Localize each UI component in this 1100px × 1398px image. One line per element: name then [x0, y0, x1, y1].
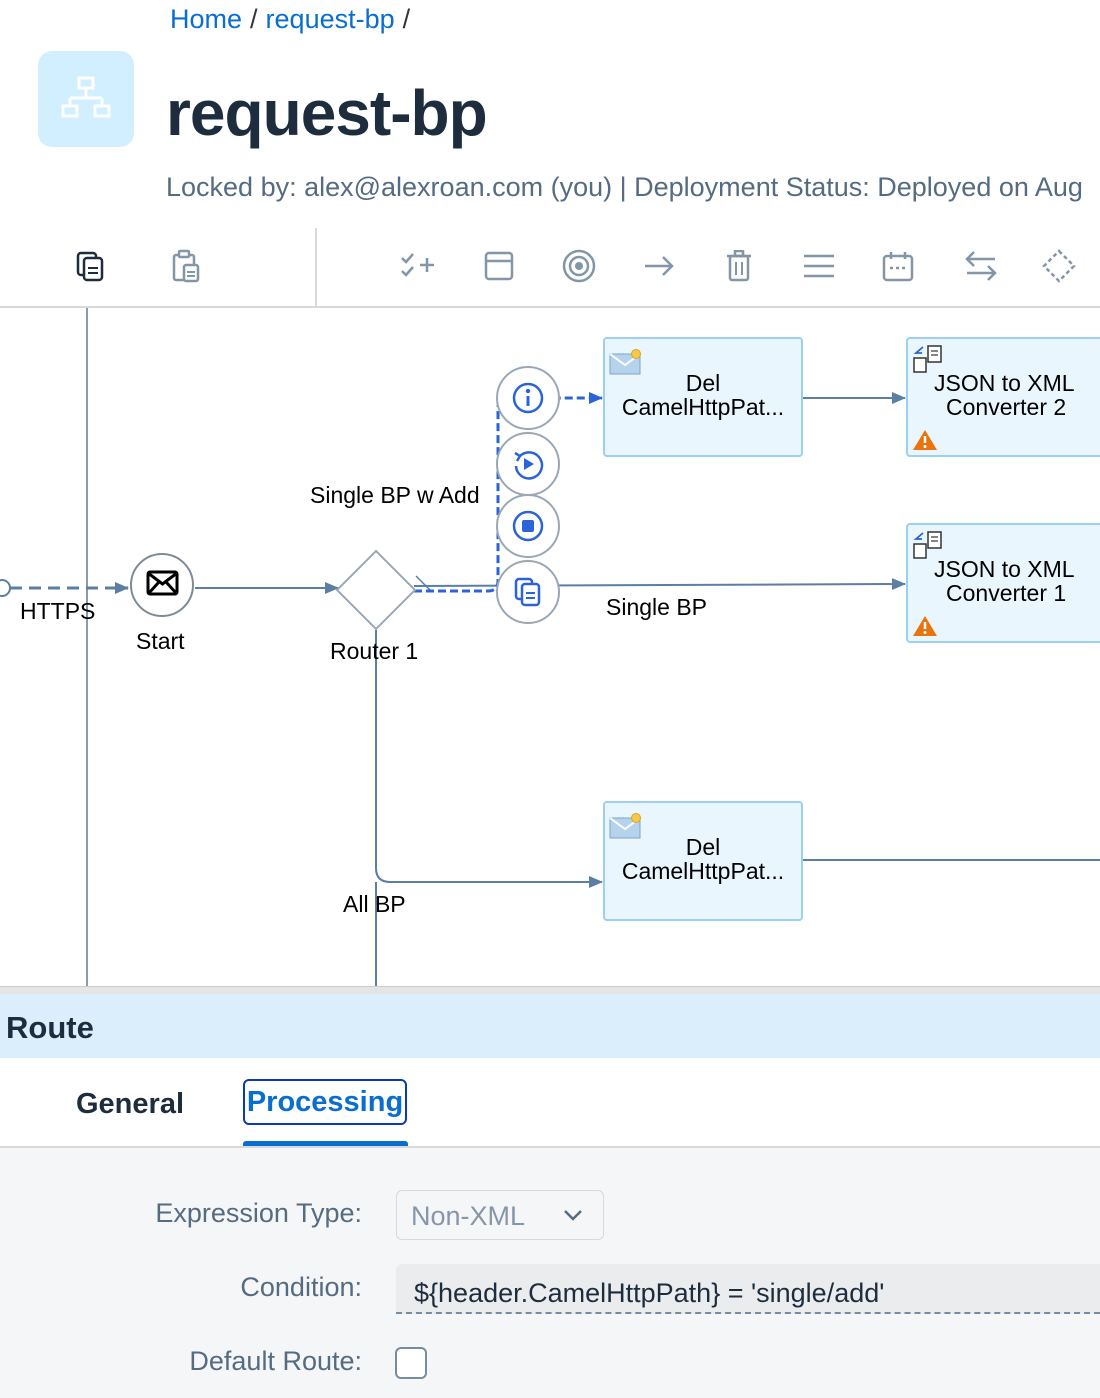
copy-icon[interactable]	[68, 244, 112, 288]
lock-deployment-status: Locked by: alex@alexroan.com (you) | Dep…	[166, 172, 1083, 202]
breadcrumb-home-link[interactable]: Home	[170, 4, 243, 34]
info-icon[interactable]	[496, 366, 560, 430]
window-icon[interactable]	[477, 244, 521, 288]
target-icon[interactable]	[557, 244, 601, 288]
active-tab-indicator	[243, 1141, 408, 1146]
calendar-icon[interactable]	[876, 244, 920, 288]
stop-icon[interactable]	[496, 494, 560, 558]
default-route-label: Default Route:	[189, 1346, 362, 1376]
fit-icon[interactable]	[1037, 244, 1081, 288]
check-add-icon[interactable]	[396, 244, 440, 288]
sender-channel-label[interactable]: HTTPS	[20, 598, 96, 624]
breadcrumb-separator: /	[402, 4, 411, 34]
node-label: Del CamelHttpPat...	[621, 834, 785, 884]
integration-flow-canvas[interactable]: Del CamelHttpPat... JSON to XML Converte…	[0, 308, 1100, 986]
condition-value: ${header.CamelHttpPath} = 'single/add'	[414, 1278, 885, 1308]
page-title: request-bp	[166, 77, 488, 149]
expression-type-label: Expression Type:	[155, 1198, 362, 1228]
expression-type-select[interactable]: Non-XML	[396, 1190, 604, 1240]
breadcrumb-request-bp-link[interactable]: request-bp	[265, 4, 395, 34]
expression-type-value: Non-XML	[411, 1201, 526, 1231]
flow-edges	[0, 308, 1100, 986]
properties-title: Route	[6, 1010, 94, 1045]
condition-label: Condition:	[240, 1272, 362, 1302]
chevron-down-icon	[564, 1210, 582, 1221]
copy-route-icon[interactable]	[496, 560, 560, 624]
converter-icon	[912, 344, 944, 378]
undo-icon[interactable]	[496, 432, 560, 496]
arrow-right-icon[interactable]	[637, 244, 681, 288]
properties-tabs: General Processing	[0, 1058, 1100, 1148]
router-label: Router 1	[330, 638, 419, 664]
json-to-xml-converter-2-node[interactable]: JSON to XML Converter 2	[906, 337, 1100, 457]
node-label: Del CamelHttpPat...	[621, 370, 785, 420]
panel-splitter[interactable]	[0, 986, 1100, 995]
converter-icon	[912, 530, 944, 564]
node-label: JSON to XML Converter 2	[934, 370, 1075, 420]
content-modifier-node-1[interactable]: Del CamelHttpPat...	[603, 337, 803, 457]
tab-processing[interactable]: Processing	[243, 1079, 407, 1125]
toolbar-divider	[315, 228, 317, 306]
condition-input[interactable]: ${header.CamelHttpPath} = 'single/add'	[396, 1264, 1100, 1314]
swap-icon[interactable]	[959, 244, 1003, 288]
message-start-event-icon[interactable]	[146, 570, 179, 602]
node-label: JSON to XML Converter 1	[934, 556, 1075, 606]
warning-icon	[912, 429, 938, 455]
breadcrumb-separator: /	[250, 4, 258, 34]
route-label-all-bp[interactable]: All BP	[343, 891, 406, 917]
start-event-label: Start	[136, 628, 185, 654]
processing-form: Expression Type: Non-XML Condition: ${he…	[0, 1148, 1100, 1398]
menu-icon[interactable]	[797, 244, 841, 288]
route-label-single-bp-add[interactable]: Single BP w Add	[310, 482, 480, 508]
route-label-single-bp[interactable]: Single BP	[606, 594, 708, 620]
tab-general[interactable]: General	[76, 1088, 184, 1120]
content-modifier-icon	[609, 813, 643, 843]
breadcrumb: Home / request-bp /	[170, 4, 410, 35]
delete-icon[interactable]	[717, 244, 761, 288]
warning-icon	[912, 615, 938, 641]
editor-toolbar	[0, 228, 1100, 308]
content-modifier-node-2[interactable]: Del CamelHttpPat...	[603, 801, 803, 921]
properties-header: Route	[0, 994, 1100, 1058]
content-modifier-icon	[609, 349, 643, 379]
json-to-xml-converter-1-node[interactable]: JSON to XML Converter 1	[906, 523, 1100, 643]
paste-icon[interactable]	[164, 244, 208, 288]
integration-flow-icon	[38, 51, 134, 147]
default-route-checkbox[interactable]	[395, 1347, 427, 1379]
